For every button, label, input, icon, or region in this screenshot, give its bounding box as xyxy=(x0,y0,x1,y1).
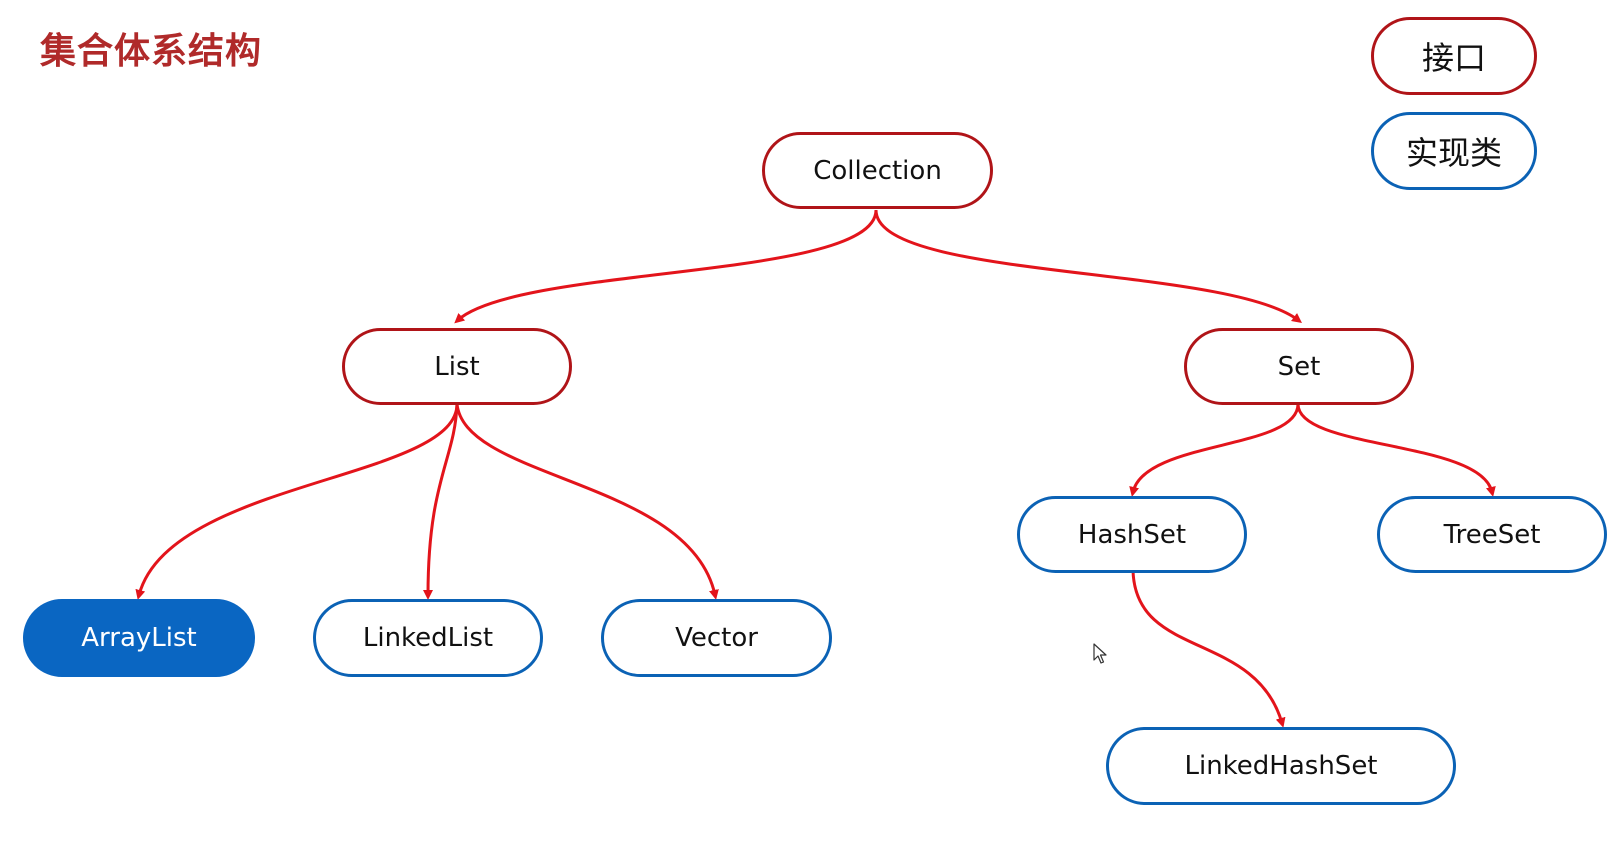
edge-list-arraylist xyxy=(135,403,459,600)
node-hashset-label: HashSet xyxy=(1077,519,1187,550)
legend-interface-label: 接口 xyxy=(1421,39,1486,77)
legend-implementation-label: 实现类 xyxy=(1405,134,1502,172)
node-linkedhashset-label: LinkedHashSet xyxy=(1184,751,1378,781)
node-hashset: HashSet xyxy=(1017,496,1247,573)
node-set-label: Set xyxy=(1277,351,1321,382)
edge-hashset-linkedhashset xyxy=(1131,569,1286,728)
edge-list-vector xyxy=(455,403,719,600)
legend-implementation: 实现类 xyxy=(1371,112,1537,190)
node-treeset: TreeSet xyxy=(1377,496,1607,573)
page-title: 集合体系结构 xyxy=(40,31,263,72)
mouse-pointer-icon xyxy=(1093,643,1107,664)
node-arraylist: ArrayList xyxy=(23,599,255,677)
node-linkedlist: LinkedList xyxy=(313,599,543,677)
node-list: List xyxy=(342,328,572,405)
node-collection-label: Collection xyxy=(813,155,942,186)
node-vector-label: Vector xyxy=(675,623,758,653)
edge-list-linkedlist xyxy=(423,403,459,600)
edge-set-hashset xyxy=(1129,403,1300,497)
edge-collection-set xyxy=(874,209,1303,323)
legend-interface: 接口 xyxy=(1371,17,1537,95)
node-list-label: List xyxy=(434,351,480,382)
node-linkedhashset: LinkedHashSet xyxy=(1106,727,1456,805)
node-linkedlist-label: LinkedList xyxy=(362,623,494,653)
node-set: Set xyxy=(1184,328,1414,405)
node-treeset-label: TreeSet xyxy=(1443,519,1541,550)
node-collection: Collection xyxy=(762,132,993,209)
edge-collection-list xyxy=(454,209,878,324)
node-vector: Vector xyxy=(601,599,832,677)
node-arraylist-label: ArrayList xyxy=(81,623,197,653)
edge-set-treeset xyxy=(1296,403,1496,497)
